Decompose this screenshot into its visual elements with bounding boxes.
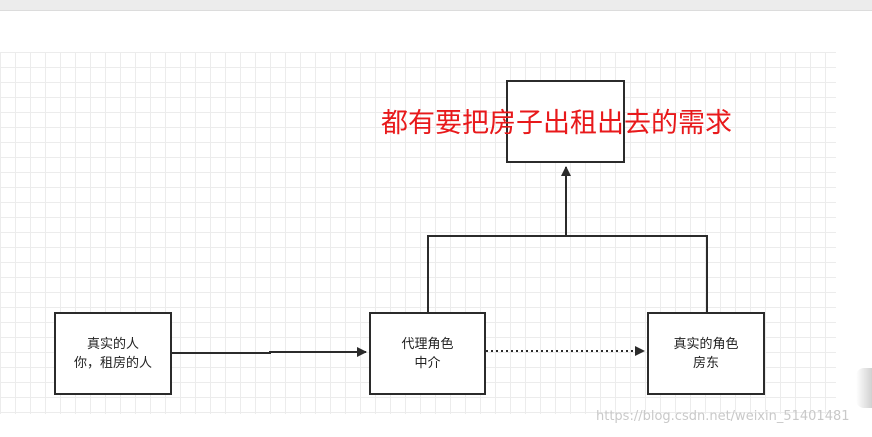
box-proxy-role: 代理角色 中介	[369, 312, 486, 395]
real-person-line2: 你，租房的人	[73, 355, 152, 371]
scroll-edge-shadow	[856, 368, 872, 408]
caption-shared-requirement: 都有要把房子出租出去的需求	[381, 108, 732, 139]
solid-arrow-line	[171, 347, 367, 357]
box-real-person: 真实的人 你，租房的人	[54, 312, 172, 395]
top-box-shared-requirement	[506, 80, 625, 163]
landlord-line1: 真实的角色	[673, 336, 739, 352]
real-person-line1: 真实的人	[86, 336, 139, 352]
watermark-url: https://blog.csdn.net/weixin_51401481	[596, 409, 850, 424]
box-landlord-role: 真实的角色 房东	[647, 312, 765, 395]
window-top-bar	[0, 0, 872, 11]
proxy-line1: 代理角色	[401, 336, 454, 352]
landlord-line2: 房东	[692, 355, 719, 371]
proxy-line2: 中介	[414, 355, 441, 371]
